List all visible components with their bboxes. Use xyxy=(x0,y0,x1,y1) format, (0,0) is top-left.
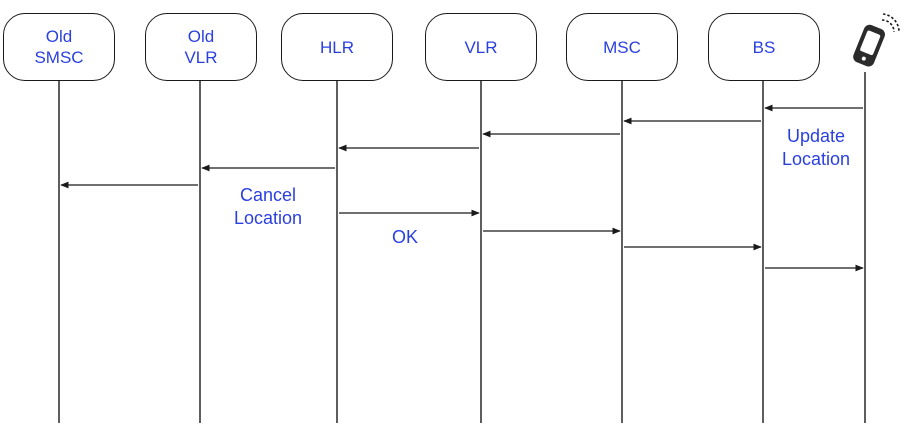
vlr-node: VLR xyxy=(425,13,537,81)
bs-label: BS xyxy=(752,37,776,57)
bs-node: BS xyxy=(708,13,820,81)
msc-label: MSC xyxy=(603,37,641,57)
cancel-location-label: Cancel Location xyxy=(220,184,316,230)
cancel-location-line1: Cancel xyxy=(239,185,297,205)
old-smsc-label-line2: SMSC xyxy=(34,48,84,67)
old-vlr-label-line1: Old xyxy=(187,27,215,46)
update-location-line1: Update xyxy=(786,126,846,146)
hlr-label: HLR xyxy=(319,37,354,57)
old-smsc-node: Old SMSC xyxy=(3,13,115,81)
update-location-label: Update Location xyxy=(770,125,862,171)
ok-text: OK xyxy=(391,227,418,247)
mobile-phone-icon xyxy=(853,13,900,67)
old-smsc-label-line1: Old xyxy=(45,27,73,46)
msc-node: MSC xyxy=(566,13,678,81)
update-location-line2: Location xyxy=(781,149,851,169)
old-vlr-label-line2: VLR xyxy=(184,48,218,67)
hlr-node: HLR xyxy=(281,13,393,81)
old-vlr-node: Old VLR xyxy=(145,13,257,81)
vlr-label: VLR xyxy=(464,37,498,57)
ok-label: OK xyxy=(380,226,430,249)
cancel-location-line2: Location xyxy=(233,208,303,228)
